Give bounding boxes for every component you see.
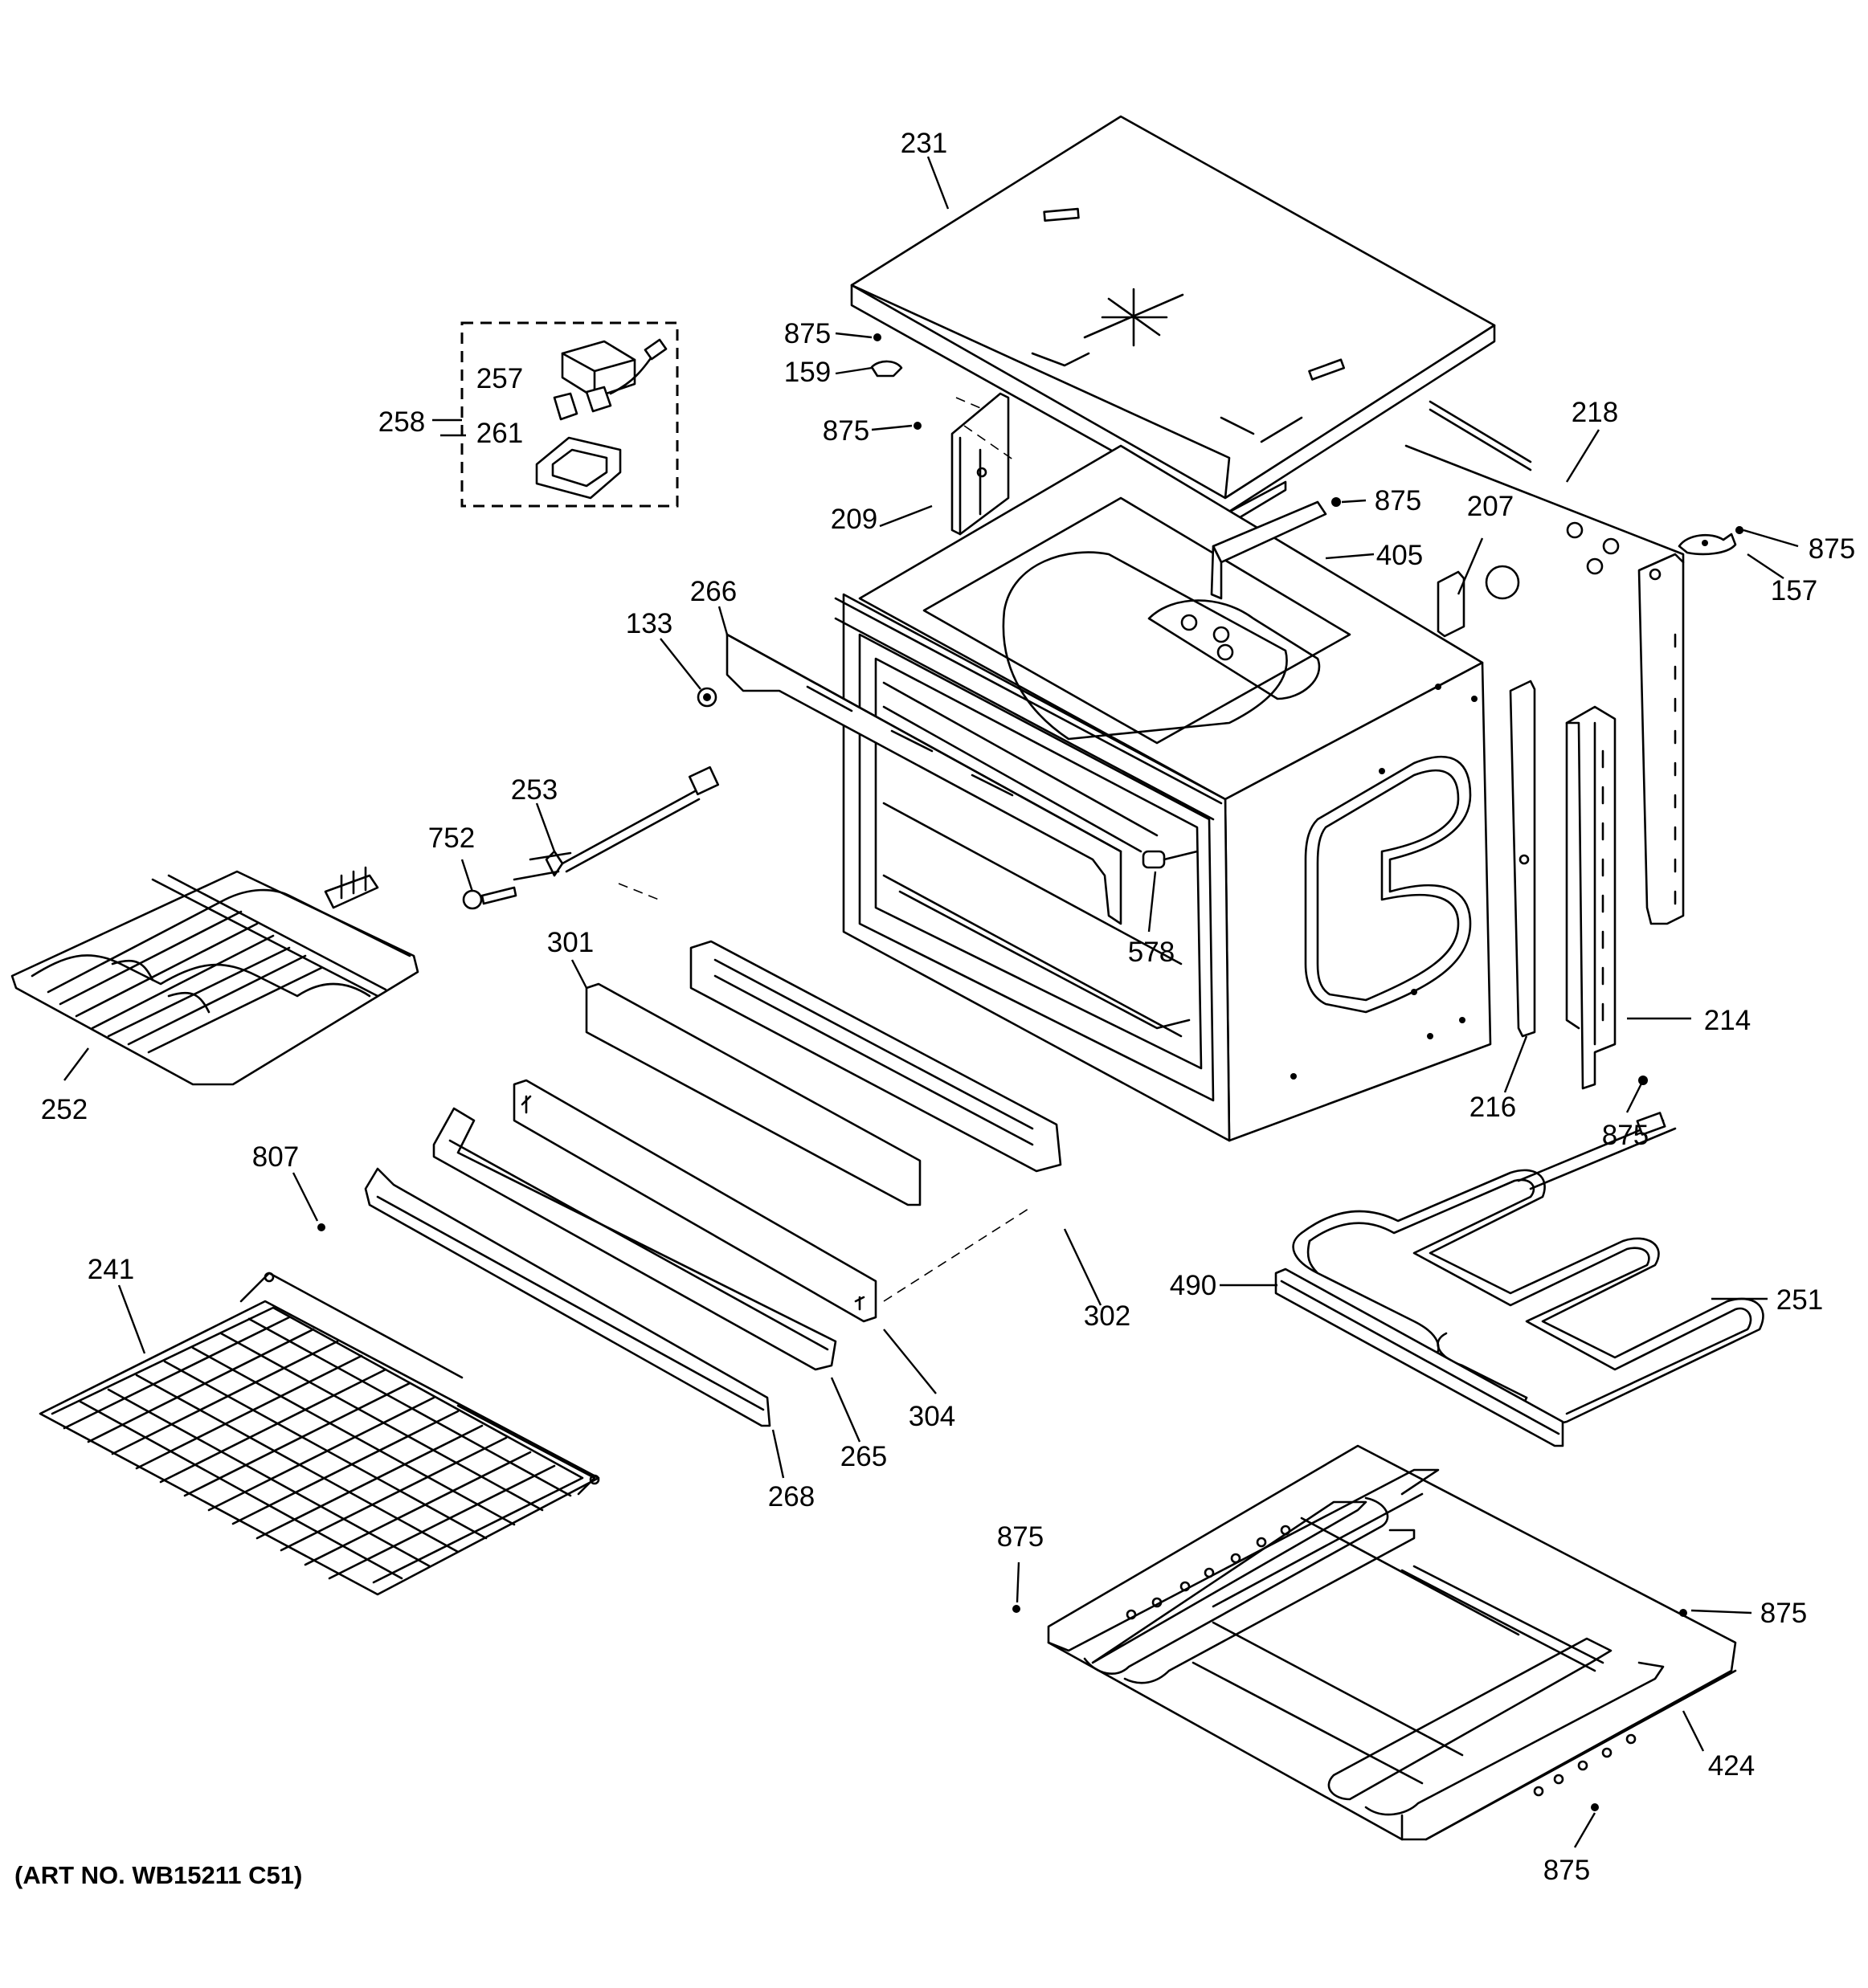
oven-cavity	[834, 444, 1520, 1142]
callout-159: 159	[784, 357, 831, 388]
sensor-157	[1678, 526, 1743, 556]
callout-875: 875	[1760, 1598, 1807, 1629]
side-bracket-209	[950, 392, 1010, 536]
callout-875: 875	[1602, 1120, 1649, 1151]
rail-right	[1637, 553, 1685, 925]
callout-216: 216	[1469, 1092, 1516, 1123]
leader-lines	[63, 156, 1799, 1848]
callout-231: 231	[901, 128, 947, 159]
bake-element-251	[1292, 1112, 1764, 1425]
bracket-207	[1437, 570, 1465, 638]
callout-875: 875	[823, 415, 869, 447]
front-trim-266	[726, 633, 1122, 925]
callout-875: 875	[1375, 485, 1421, 516]
sensor-253	[462, 765, 720, 910]
callout-490: 490	[1170, 1270, 1216, 1301]
callout-578: 578	[1128, 937, 1175, 968]
callout-405: 405	[1376, 540, 1423, 571]
callout-268: 268	[768, 1481, 815, 1512]
callout-265: 265	[840, 1441, 887, 1472]
callout-261: 261	[476, 418, 523, 449]
trim-268	[364, 1167, 771, 1427]
bottom-panel-424	[1012, 1076, 1737, 1841]
callout-875: 875	[997, 1521, 1044, 1553]
trim-265	[432, 1107, 837, 1371]
callout-875: 875	[784, 318, 831, 349]
callout-214: 214	[1704, 1005, 1751, 1036]
callout-241: 241	[88, 1254, 134, 1285]
oven-rack-241	[39, 1272, 600, 1596]
broil-element-252	[10, 866, 419, 1086]
callout-807: 807	[252, 1141, 299, 1173]
callout-266: 266	[690, 576, 737, 607]
callout-209: 209	[831, 504, 877, 535]
callout-218: 218	[1572, 397, 1618, 428]
callout-labels: 231 875 159 875 257 258 261 218 209 875 …	[41, 128, 1855, 1886]
rail-216	[1509, 680, 1536, 1038]
callout-251: 251	[1776, 1284, 1823, 1316]
callout-752: 752	[428, 823, 475, 854]
trim-302	[689, 940, 1062, 1173]
callout-253: 253	[511, 774, 558, 806]
callout-302: 302	[1084, 1300, 1130, 1332]
callout-875: 875	[1543, 1855, 1590, 1886]
callout-257: 257	[476, 363, 523, 394]
callout-133: 133	[626, 608, 672, 639]
trim-304	[513, 1079, 877, 1323]
panel-301	[585, 982, 922, 1206]
bracket-405	[1210, 497, 1341, 600]
callout-258: 258	[378, 406, 425, 438]
bracket-490	[1274, 1268, 1564, 1447]
plug-133	[697, 687, 717, 708]
top-cover-231	[850, 115, 1496, 528]
callout-304: 304	[909, 1401, 955, 1432]
callout-875: 875	[1809, 533, 1855, 565]
art-number: (ART NO. WB15211 C51)	[14, 1861, 302, 1889]
rear-panel-218	[1404, 400, 1685, 575]
rail-214	[1565, 705, 1617, 1090]
callout-207: 207	[1467, 491, 1514, 522]
callout-424: 424	[1708, 1750, 1755, 1782]
thermostat-578	[1142, 850, 1199, 869]
sensor-159	[870, 333, 922, 430]
callout-252: 252	[41, 1094, 88, 1125]
kit-box-258	[432, 321, 679, 508]
callout-301: 301	[547, 927, 594, 958]
callout-157: 157	[1771, 575, 1817, 606]
